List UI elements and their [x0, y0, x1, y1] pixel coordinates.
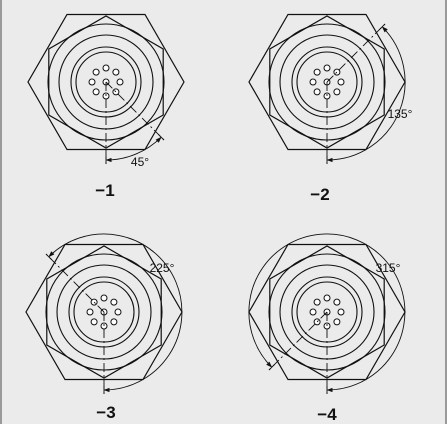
contact-pin [92, 68, 100, 76]
contact-pin [86, 308, 94, 316]
contact-pin [92, 88, 100, 96]
contact-pin [116, 78, 124, 86]
angle-arc [48, 233, 183, 393]
angle-arc [248, 233, 406, 393]
contact-pin [323, 294, 331, 302]
coding-axis [267, 311, 328, 372]
contact-pin [100, 294, 108, 302]
angle-value-label: 45° [131, 155, 149, 169]
pin-pattern [88, 64, 124, 100]
contact-pin [309, 78, 317, 86]
view-label: −4 [317, 405, 337, 424]
angle-arc [326, 26, 406, 163]
angle-value-label: 315° [376, 261, 401, 275]
contact-pin [333, 318, 341, 326]
contact-pin [90, 318, 98, 326]
contact-pin [313, 88, 321, 96]
contact-pin [112, 68, 120, 76]
contact-pin [114, 308, 122, 316]
view-label: −3 [96, 403, 115, 422]
angle-arc [105, 136, 162, 163]
contact-pin [313, 68, 321, 76]
contact-pin [112, 88, 120, 96]
contact-pin [333, 68, 341, 76]
contact-pin [313, 318, 321, 326]
coding-axis [44, 252, 105, 313]
arc-end-tick [157, 133, 165, 141]
contact-pin [102, 64, 110, 72]
connector-view-4: 315° −4 [248, 233, 406, 424]
contact-pin [337, 78, 345, 86]
contact-pin [110, 318, 118, 326]
contact-pin [309, 308, 317, 316]
arc-end-tick [378, 23, 386, 31]
pin-pattern [309, 294, 345, 330]
coding-axis [105, 81, 166, 142]
contact-pin [337, 308, 345, 316]
angle-value-label: 135° [388, 107, 413, 121]
contact-pin [90, 298, 98, 306]
connector-view-1: 45° −1 [27, 13, 185, 200]
coding-axis [326, 22, 387, 83]
connector-view-3: 225° −3 [25, 233, 183, 422]
arc-end-tick [268, 363, 276, 371]
connector-view-2: 135° −2 [248, 13, 413, 204]
contact-pin [88, 78, 96, 86]
angle-value-label: 225° [150, 261, 175, 275]
contact-pin [110, 298, 118, 306]
view-label: −2 [310, 185, 329, 204]
arc-end-tick [45, 253, 53, 261]
view-label: −1 [95, 181, 114, 200]
contact-pin [323, 64, 331, 72]
contact-pin [313, 298, 321, 306]
contact-pin [333, 88, 341, 96]
contact-pin [333, 298, 341, 306]
